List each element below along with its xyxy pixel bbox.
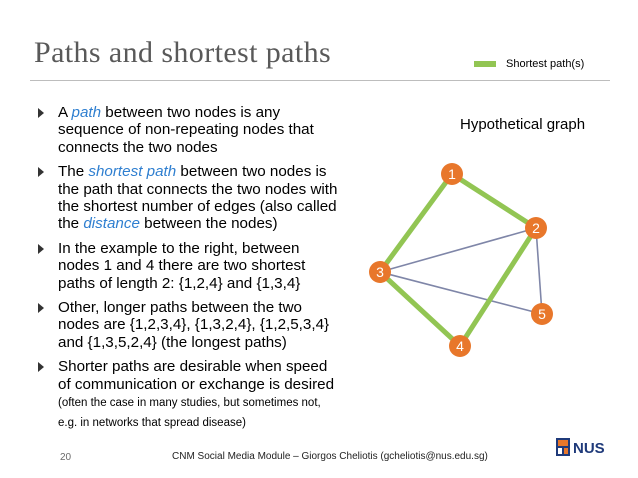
bullet-arrow-icon [38,108,44,118]
page-number: 20 [60,452,72,463]
bullet-item: The shortest path between two nodes is t… [38,163,338,233]
node-1 [441,163,463,185]
legend-label: Shortest path(s) [506,58,585,70]
footer-text: CNM Social Media Module – Giorgos Chelio… [172,451,488,462]
bullet-text: (often the case in many studies, but som… [58,397,321,429]
svg-text:NUS: NUS [573,440,605,457]
bullet-item: In the example to the right, between nod… [38,240,338,292]
node-label-4: 4 [456,338,464,354]
bullet-text: The [58,163,89,181]
node-label-3: 3 [376,264,384,280]
bullet-text: Shorter paths are desirable when speed o… [58,358,335,393]
node-5 [531,303,553,325]
bullet-list: A path between two nodes is any sequence… [38,104,338,432]
bullet-text: between two nodes is any sequence of non… [58,104,314,156]
bullet-text: Other, longer paths between the two node… [58,299,330,351]
bullet-arrow-icon [38,362,44,373]
node-label-2: 2 [532,220,540,236]
edge-3-4 [377,269,463,349]
edge-2-5 [535,227,543,315]
nus-logo: NUS [556,438,605,457]
bullet-term: distance [83,215,140,233]
edge-1-3 [377,171,455,275]
node-label-5: 5 [538,306,546,322]
edge-2-3 [379,227,537,273]
bullet-text: A [58,104,72,121]
bullet-text: In the example to the right, between nod… [58,239,306,292]
node-label-1: 1 [448,166,456,182]
bullet-term: path [71,104,102,121]
bullet-arrow-icon [38,303,44,314]
bullet-arrow-icon [38,243,44,254]
edge-2-4 [457,225,539,349]
bullet-item: Other, longer paths between the two node… [38,299,338,351]
graph-caption: Hypothetical graph [460,116,586,133]
bullet-arrow-icon [38,167,44,178]
title-divider [30,80,610,81]
bullet-text: between two nodes is the path that conne… [58,163,338,233]
bullet-text: between the nodes) [139,215,278,233]
slide-title: Paths and shortest paths [34,36,332,69]
bullet-term: shortest path [88,163,177,181]
bullet-item: Shorter paths are desirable when speed o… [38,358,338,432]
bullet-item: A path between two nodes is any sequence… [38,104,338,156]
node-3 [369,261,391,283]
edge-1-2 [449,171,539,231]
node-2 [525,217,547,239]
node-4 [449,335,471,357]
legend-swatch [474,61,496,67]
edge-3-5 [379,271,543,315]
legend: Shortest path(s) [474,58,584,70]
